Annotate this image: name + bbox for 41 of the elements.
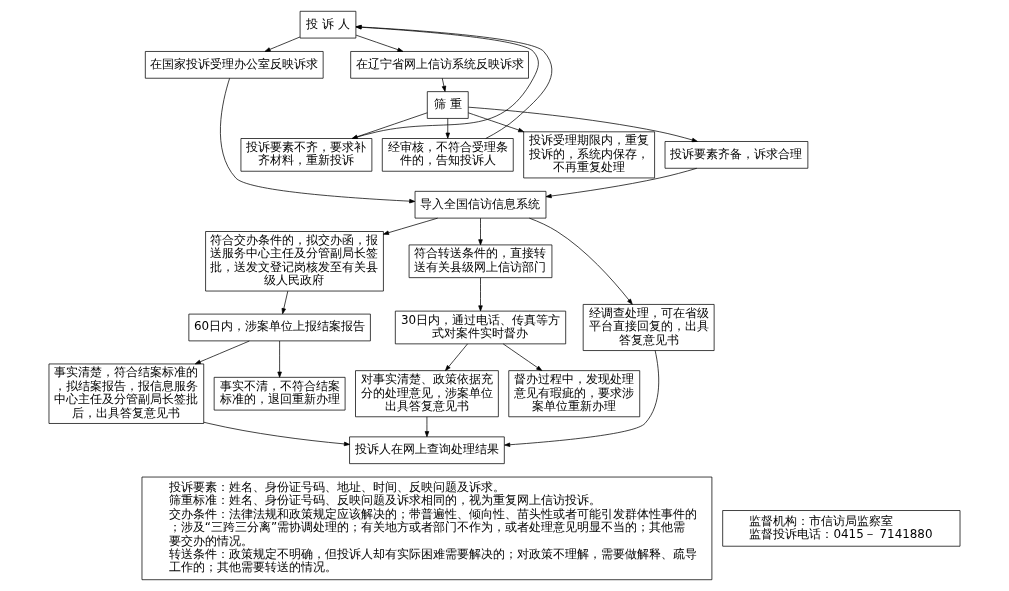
node-box: 事实清楚，符合结案标准的，拟结案报告，报信息服务中心主任及分管副局长签批后，出具答复意见书: [48, 363, 205, 424]
arrow: [478, 217, 483, 246]
arrow: [467, 112, 525, 133]
node-box: 经审核，不符合受理条件的，告知投诉人: [381, 138, 514, 172]
node-box: 在国家投诉受理办公室反映诉求: [144, 51, 324, 79]
arrow: [468, 106, 698, 143]
arrow: [281, 290, 289, 315]
arrow: [194, 340, 250, 365]
arrow: [504, 350, 660, 447]
arrow: [220, 77, 416, 204]
node-box: 投诉要素不齐，要求补齐材料，重新投诉: [240, 138, 373, 172]
node-box: 投诉人在网上查询处理结果: [349, 436, 505, 464]
node-box: 监督机构：市信访局监察室 监督投诉电话：0415－ 7141880: [722, 510, 961, 547]
node-box: 投诉受理期限内，重复投诉的，系统内保存，不再重复处理: [523, 131, 655, 179]
arrow: [445, 118, 450, 139]
arrow: [545, 167, 698, 199]
arrow: [383, 217, 438, 235]
node-box: 导入全国信访信息系统: [414, 190, 547, 219]
node-box: 投 诉 人: [299, 10, 357, 39]
node-box: 投诉要素齐备，诉求合理: [664, 141, 809, 169]
arrow: [264, 36, 301, 52]
node-box: 事实不清，不符合结案标准的，退回重新办理: [213, 376, 346, 411]
arrow: [445, 343, 468, 371]
node-box: 筛 重: [426, 91, 469, 119]
arrow: [424, 416, 430, 438]
arrow: [355, 34, 404, 52]
node-box: 投诉要素：姓名、身份证号码、地址、时间、反映问题及诉求。 筛重标准：姓名、身份证号码、反映问题及诉求相同的，视为重复网上信访投诉。 交办条件：法律法规和政策规定应该解决的；带普遍性、倾向性、苗头性或者可能引发群体性事件的；涉及“三跨三分离”需协调处理的；有关地方或者部门不作为，或者处理意见明显不当的；其他需要交办的情况。 转送条件：政策规定不明确，但投诉人却有实际困难需要解决的；对政策不理解，需要做解释、疏导工作的；其他需要转送的情况。: [141, 476, 713, 581]
arrow: [502, 343, 543, 371]
node-box: 在辽宁省网上信访系统反映诉求: [350, 51, 529, 79]
node-box: 督办过程中，发现处理意见有瑕疵的，要求涉案单位重新办理: [508, 370, 641, 418]
node-box: 对事实清楚、政策依据充分的处理意见，涉案单位出具答复意见书: [355, 370, 499, 418]
arrow: [528, 217, 633, 305]
arrow: [478, 277, 483, 312]
node-box: 60日内，涉案单位上报结案报告: [188, 313, 371, 342]
arrow: [277, 340, 282, 378]
node-box: 符合交办条件的，拟交办函，报送服务中心主任及分管副局长签批，送发文登记岗核发至有关县级人民政府: [205, 231, 384, 292]
node-box: 经调查处理，可在省级平台直接回复的，出具答复意见书: [582, 304, 715, 351]
node-box: 30日内，通过电话、传真等方式对案件实时督办: [394, 310, 567, 345]
arrow: [441, 77, 447, 92]
arrow: [203, 421, 350, 447]
node-box: 符合转送条件的，直接转送有关县级网上信访部门: [408, 244, 553, 278]
